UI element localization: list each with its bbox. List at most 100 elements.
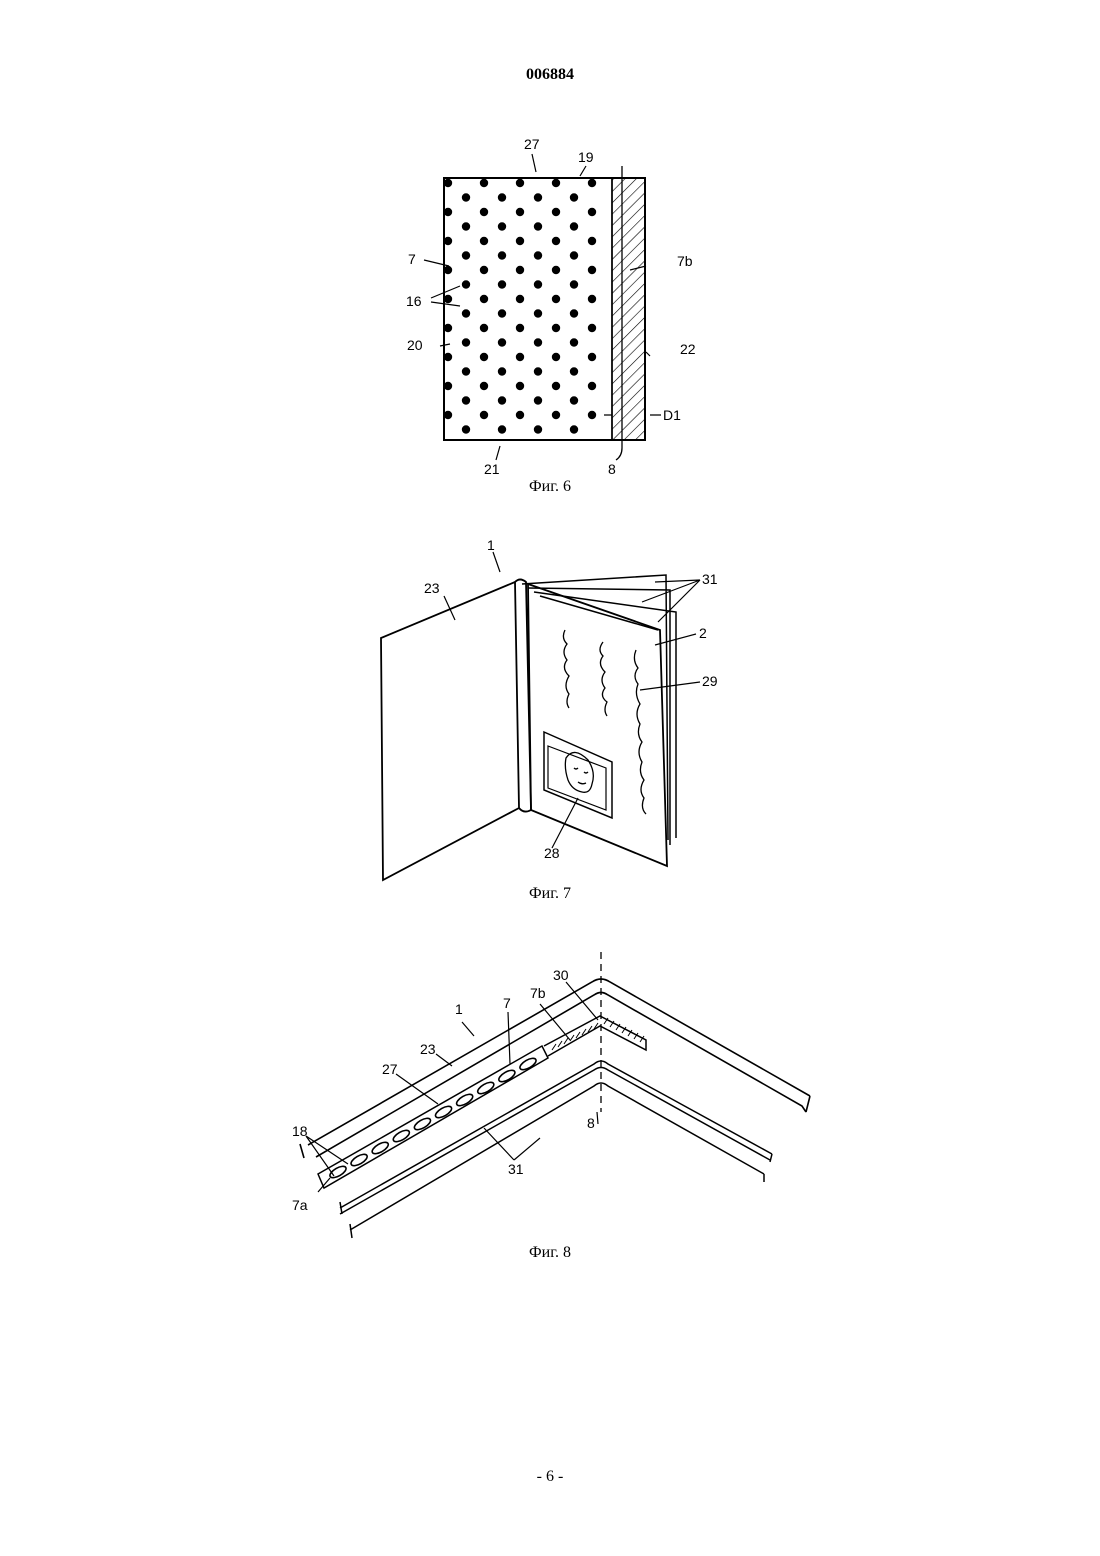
figure-6: 27 19 7 7b 16 20 22 D1 21 8 xyxy=(0,0,1100,480)
fig6-dot xyxy=(588,324,596,332)
fig6-dot xyxy=(498,251,506,259)
fig7-label-29: 29 xyxy=(702,673,718,689)
fig6-dot xyxy=(570,280,578,288)
fig6-label-27: 27 xyxy=(524,136,540,152)
fig6-dot xyxy=(516,208,524,216)
fig8-label-27: 27 xyxy=(382,1061,398,1077)
fig6-dot xyxy=(552,324,560,332)
fig6-dot xyxy=(552,411,560,419)
fig6-dot xyxy=(480,353,488,361)
fig6-dot xyxy=(588,382,596,390)
fig6-dot xyxy=(534,251,542,259)
fig6-dot xyxy=(516,353,524,361)
fig6-dot xyxy=(444,411,452,419)
fig6-dot xyxy=(552,208,560,216)
fig8-label-30: 30 xyxy=(553,967,569,983)
fig7-label-23: 23 xyxy=(424,580,440,596)
fig7-caption: Фиг. 7 xyxy=(0,885,1100,903)
fig6-dot xyxy=(462,251,470,259)
fig6-dot xyxy=(444,295,452,303)
fig6-caption: Фиг. 6 xyxy=(0,478,1100,496)
fig6-dot xyxy=(588,237,596,245)
fig6-dot xyxy=(570,222,578,230)
fig6-dot xyxy=(444,266,452,274)
fig6-dot xyxy=(498,338,506,346)
fig7-label-2: 2 xyxy=(699,625,707,641)
fig6-dot xyxy=(552,382,560,390)
fig6-dot xyxy=(444,382,452,390)
fig6-dot xyxy=(534,222,542,230)
fig6-dot xyxy=(498,367,506,375)
fig6-dot xyxy=(552,237,560,245)
fig8-label-8: 8 xyxy=(587,1115,595,1131)
fig6-dot xyxy=(588,179,596,187)
fig6-dot xyxy=(444,237,452,245)
fig6-dot xyxy=(462,222,470,230)
fig6-dot xyxy=(516,411,524,419)
fig6-dot xyxy=(480,237,488,245)
fig6-dot xyxy=(498,280,506,288)
fig7-text-lines xyxy=(563,630,646,814)
fig6-dot xyxy=(480,324,488,332)
fig6-dot xyxy=(498,222,506,230)
fig6-dot xyxy=(480,208,488,216)
fig6-dot xyxy=(570,338,578,346)
fig6-dot xyxy=(444,324,452,332)
fig6-dot xyxy=(498,425,506,433)
fig6-dot xyxy=(516,324,524,332)
fig6-hatched-strip xyxy=(612,178,645,440)
fig6-dot xyxy=(534,425,542,433)
fig8-label-7: 7 xyxy=(503,995,511,1011)
fig6-dot xyxy=(516,237,524,245)
fig6-dot xyxy=(570,193,578,201)
fig6-dot xyxy=(552,295,560,303)
fig7-front-cover xyxy=(381,582,519,880)
fig6-label-21: 21 xyxy=(484,461,500,477)
figure-7: 1 23 31 2 29 28 xyxy=(0,500,1100,900)
fig6-dot xyxy=(480,411,488,419)
fig6-dot xyxy=(462,425,470,433)
fig6-dot xyxy=(498,193,506,201)
fig6-dot xyxy=(480,382,488,390)
fig6-dot xyxy=(480,295,488,303)
fig8-label-7b: 7b xyxy=(530,985,546,1001)
fig6-dot xyxy=(588,266,596,274)
fig6-dot xyxy=(588,208,596,216)
fig6-dot xyxy=(570,367,578,375)
fig6-dot xyxy=(498,309,506,317)
fig6-label-8: 8 xyxy=(608,461,616,477)
fig7-pages xyxy=(522,575,676,845)
fig6-label-D1: D1 xyxy=(663,407,681,423)
fig6-dot xyxy=(552,266,560,274)
fig6-dot xyxy=(588,295,596,303)
fig7-label-28: 28 xyxy=(544,845,560,861)
fig6-dot xyxy=(534,193,542,201)
fig8-label-7a: 7a xyxy=(292,1197,308,1213)
page-number: - 6 - xyxy=(0,1468,1100,1486)
fig6-dot xyxy=(444,179,452,187)
fig6-dot xyxy=(570,309,578,317)
fig8-cover xyxy=(300,979,810,1158)
fig6-dot xyxy=(462,193,470,201)
fig6-label-19: 19 xyxy=(578,149,594,165)
fig6-dot xyxy=(516,266,524,274)
fig6-dot xyxy=(444,208,452,216)
fig8-label-18: 18 xyxy=(292,1123,308,1139)
fig6-dot xyxy=(552,353,560,361)
fig6-dot xyxy=(534,309,542,317)
fig6-dot xyxy=(534,338,542,346)
fig8-label-31: 31 xyxy=(508,1161,524,1177)
fig6-dot xyxy=(444,353,452,361)
fig6-dot xyxy=(570,251,578,259)
fig6-dot xyxy=(516,179,524,187)
fig8-pages-31 xyxy=(340,1061,772,1238)
fig6-label-7b: 7b xyxy=(677,253,693,269)
fig6-dot xyxy=(462,396,470,404)
fig6-dot xyxy=(480,266,488,274)
fig6-dot-pattern xyxy=(444,179,596,434)
fig6-dot xyxy=(498,396,506,404)
fig6-dot xyxy=(516,295,524,303)
fig6-dot xyxy=(480,179,488,187)
fig6-label-16: 16 xyxy=(406,293,422,309)
fig8-caption: Фиг. 8 xyxy=(0,1244,1100,1262)
